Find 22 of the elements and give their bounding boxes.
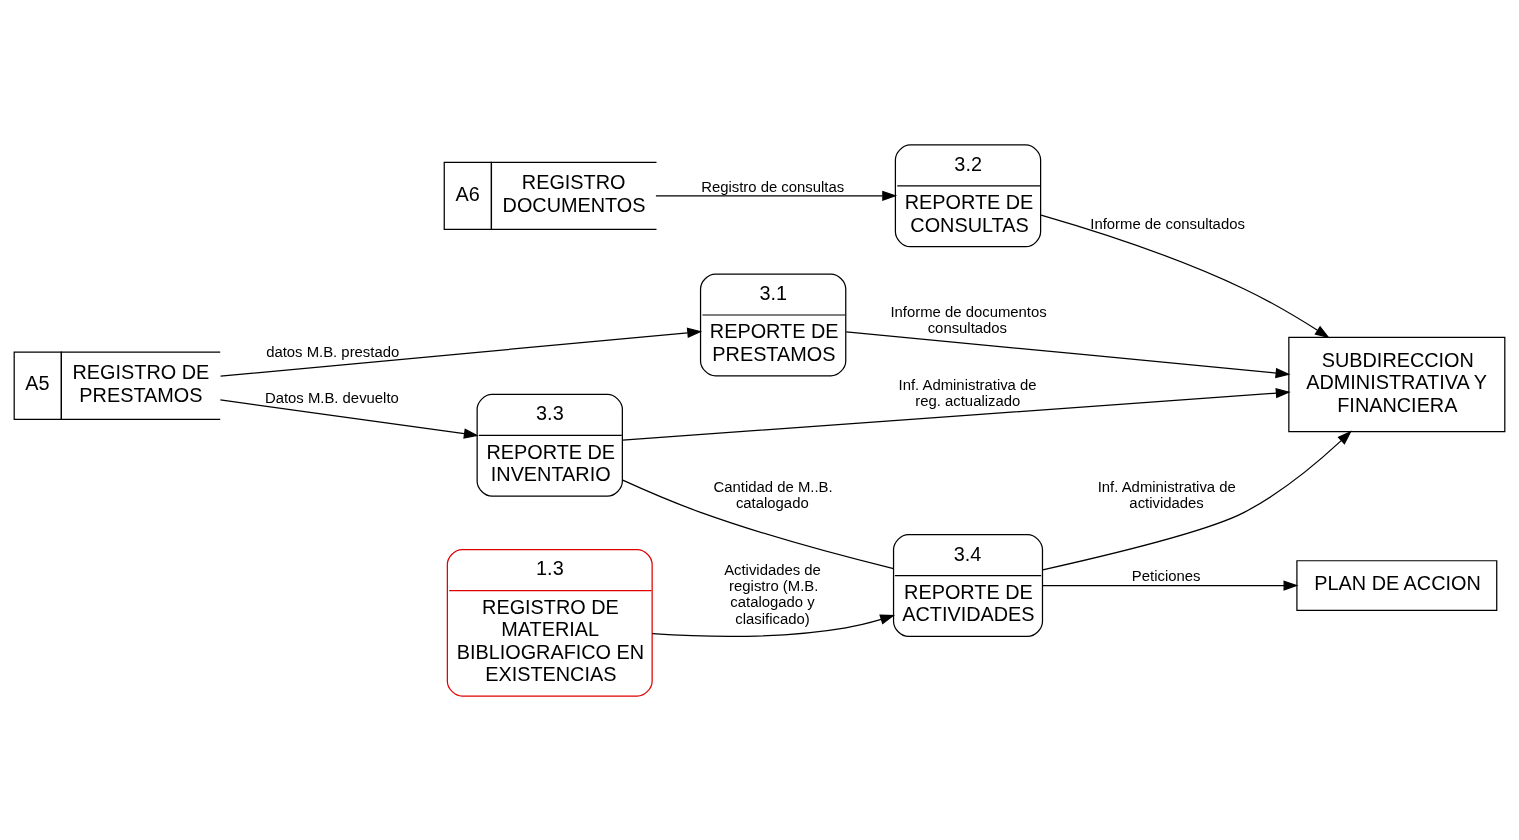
edge-label: Inf. Administrativa de reg. actualizado: [898, 376, 1037, 409]
edge-label: Peticiones: [1131, 567, 1201, 584]
arrow: [651, 614, 896, 637]
edge-label: Cantidad de M..B. catalogado: [713, 478, 833, 511]
arrow: [219, 398, 479, 439]
edge-label: Datos M.B. devuelto: [264, 389, 399, 406]
node-box: SUBDIRECCION ADMINISTRATIVA Y FINANCIERA: [1288, 336, 1506, 432]
arrow: [1042, 430, 1352, 570]
arrow: [845, 330, 1291, 378]
edge-label: datos M.B. prestado: [266, 343, 400, 360]
arrow: [1040, 214, 1330, 338]
node-box: PLAN DE ACCION: [1296, 559, 1498, 611]
arrow: [655, 190, 898, 201]
arrow: [219, 327, 703, 377]
arrow: [622, 387, 1291, 441]
edge-label: Informe de documentos consultados: [890, 303, 1047, 336]
edge-label: Informe de consultados: [1090, 215, 1245, 232]
connector: [622, 479, 895, 569]
edge-label: Inf. Administrativa de actividades: [1097, 478, 1236, 511]
edge-label: Actividades de registro (M.B. catalogado y clasificado): [724, 561, 821, 627]
arrow: [1041, 579, 1299, 591]
edge-label: Registro de consultas: [701, 178, 845, 195]
